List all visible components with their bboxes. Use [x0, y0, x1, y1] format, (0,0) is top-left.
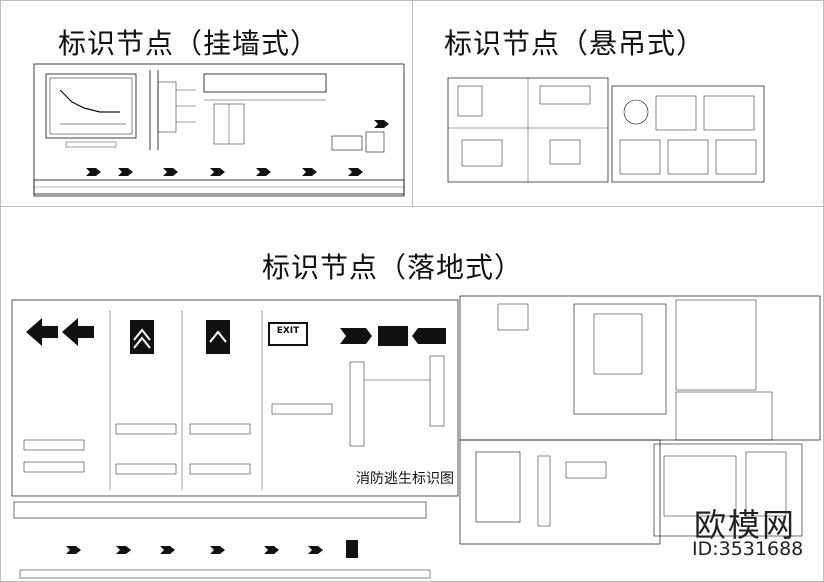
direction-arrow-icons [26, 318, 94, 346]
hanging-drawing [447, 77, 765, 183]
exit-sign: EXIT [268, 322, 308, 346]
chevron-plaque-icons [130, 320, 230, 354]
wall-mounted-arrows [86, 120, 389, 176]
watermark-id: ID:3531688 [692, 538, 804, 560]
wall-mounted-drawing [33, 63, 405, 197]
title-hanging: 标识节点（悬吊式） [444, 27, 706, 60]
exit-sign-label: EXIT [276, 326, 300, 336]
title-floor-standing: 标识节点（落地式） [262, 251, 524, 284]
floor-standing-drawing [11, 295, 821, 579]
caption-fire-escape: 消防逃生标识图 [356, 471, 454, 487]
floor-arrows [66, 540, 358, 558]
exit-arrow-sign-icons [340, 326, 446, 346]
title-wall-mounted: 标识节点（挂墙式） [58, 27, 320, 60]
watermark-logo: 欧模网 [694, 506, 797, 544]
